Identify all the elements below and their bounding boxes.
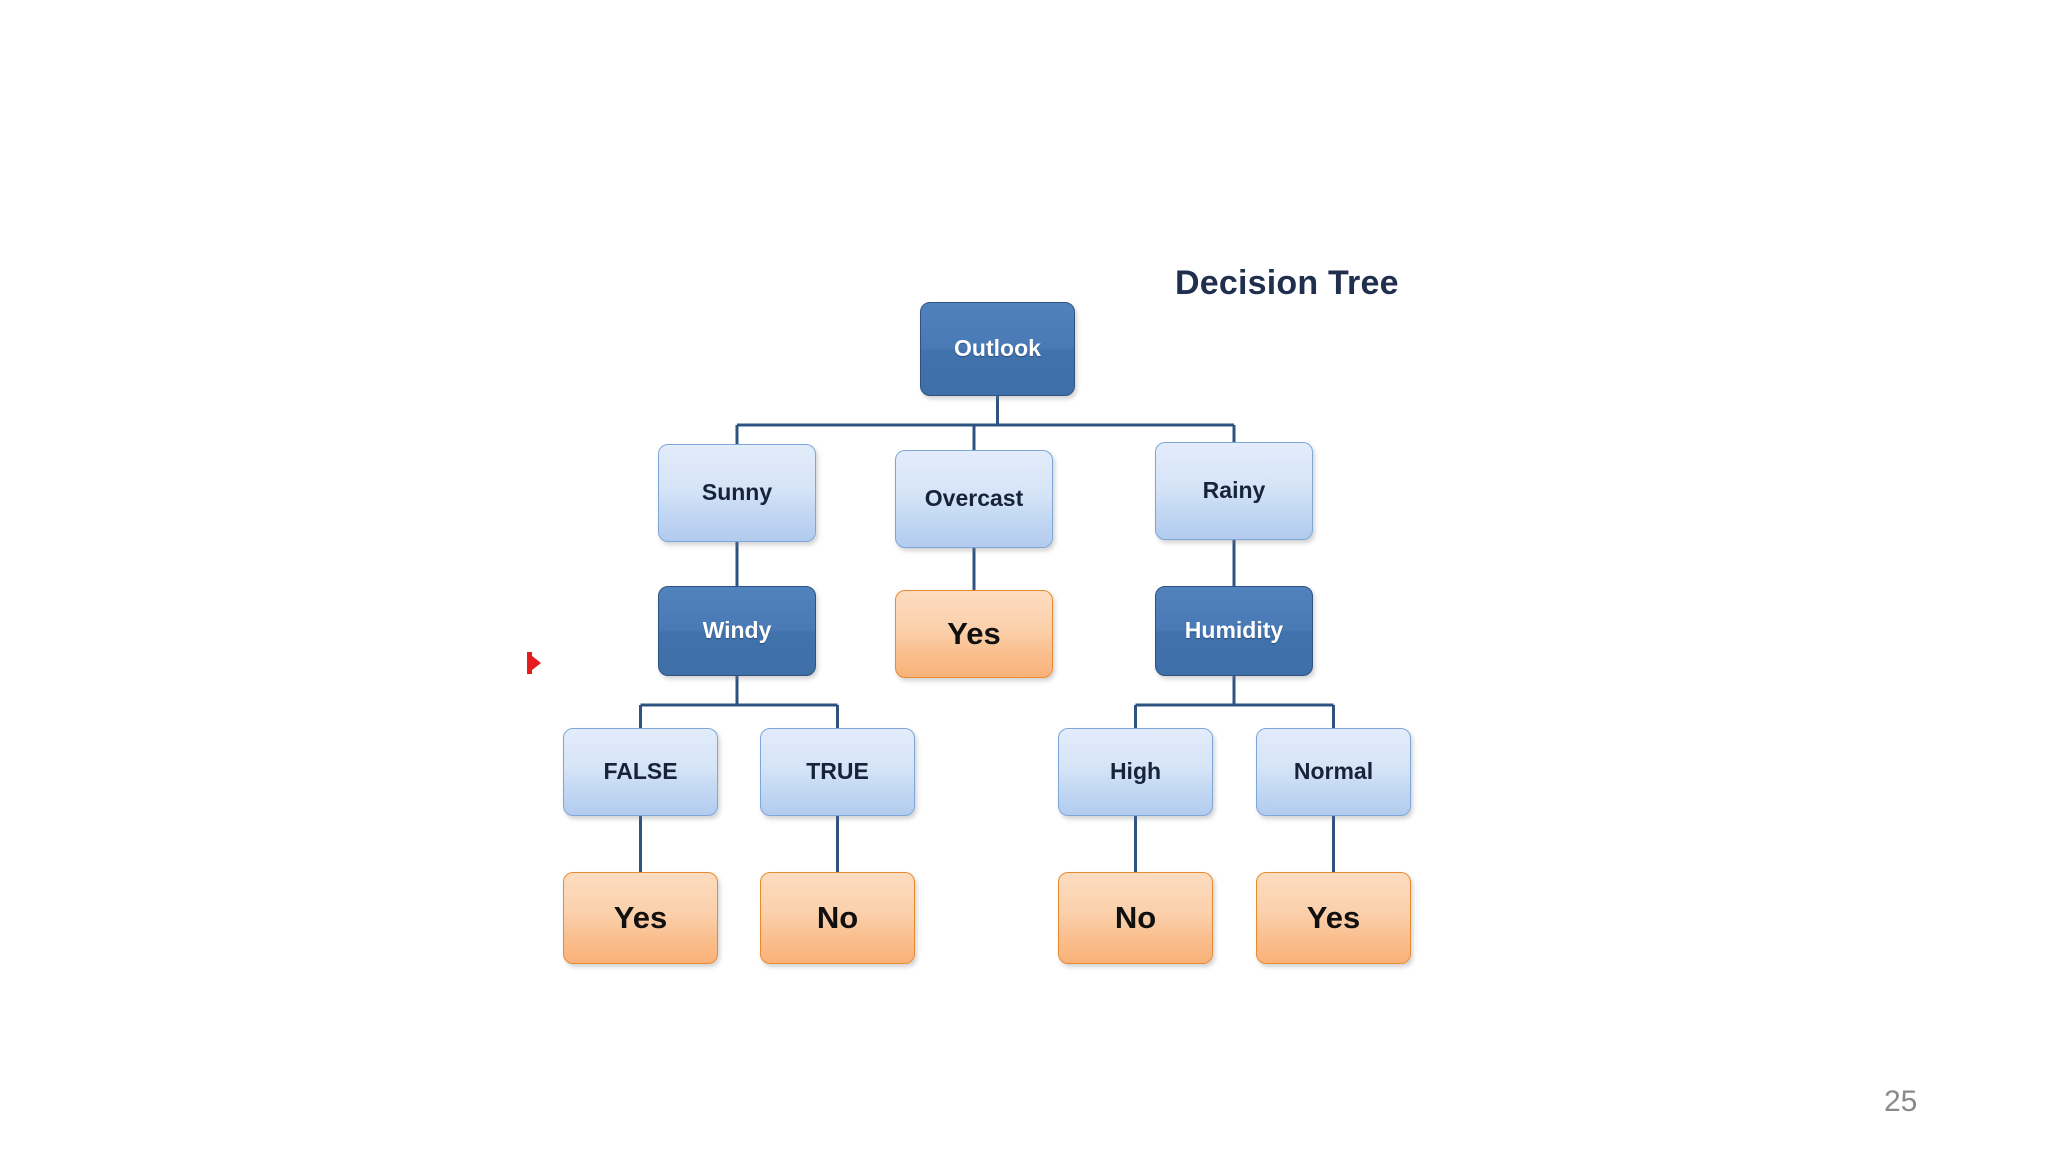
tree-node-label: No — [1114, 899, 1157, 935]
tree-node-overcast-yes[interactable]: Yes — [895, 590, 1053, 678]
tree-node-windy-false[interactable]: FALSE — [563, 728, 718, 816]
tree-node-label: Normal — [1293, 758, 1374, 785]
page-title: Decision Tree — [1175, 264, 1399, 302]
tree-node-label: Yes — [1306, 899, 1361, 935]
tree-node-sunny[interactable]: Sunny — [658, 444, 816, 542]
tree-node-false-yes[interactable]: Yes — [563, 872, 718, 964]
tree-node-overcast[interactable]: Overcast — [895, 450, 1053, 548]
tree-node-label: Sunny — [701, 479, 773, 506]
tree-node-humidity-normal[interactable]: Normal — [1256, 728, 1411, 816]
tree-node-label: Humidity — [1184, 617, 1284, 644]
tree-node-high-no[interactable]: No — [1058, 872, 1213, 964]
tree-node-label: Overcast — [924, 485, 1024, 512]
tree-node-label: Yes — [947, 615, 1001, 651]
tree-node-label: Yes — [613, 899, 668, 935]
tree-node-rainy[interactable]: Rainy — [1155, 442, 1313, 540]
tree-node-label: High — [1109, 758, 1162, 785]
tree-node-label: Outlook — [954, 335, 1041, 362]
tree-node-normal-yes[interactable]: Yes — [1256, 872, 1411, 964]
page-number: 25 — [1884, 1085, 1918, 1118]
tree-node-humidity[interactable]: Humidity — [1155, 586, 1313, 676]
tree-node-windy[interactable]: Windy — [658, 586, 816, 676]
tree-node-label: FALSE — [603, 758, 678, 785]
cursor-pointer-icon — [527, 652, 541, 674]
tree-node-humidity-high[interactable]: High — [1058, 728, 1213, 816]
tree-node-true-no[interactable]: No — [760, 872, 915, 964]
tree-node-outlook[interactable]: Outlook — [920, 302, 1075, 396]
tree-node-label: TRUE — [806, 758, 869, 785]
tree-node-label: Windy — [702, 617, 772, 644]
tree-node-label: No — [816, 899, 859, 935]
tree-node-label: Rainy — [1202, 477, 1266, 504]
tree-node-windy-true[interactable]: TRUE — [760, 728, 915, 816]
